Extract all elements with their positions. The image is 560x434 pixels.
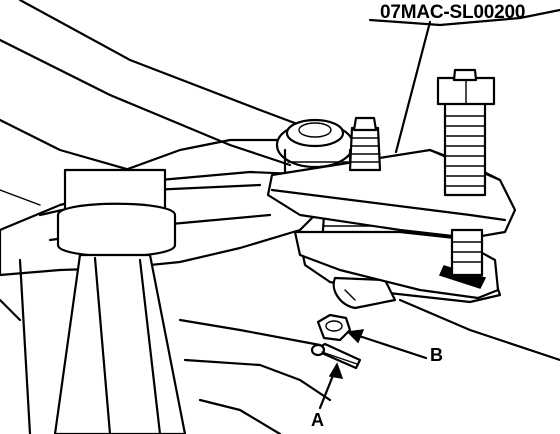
callout-b-label: B: [430, 345, 443, 365]
castle-nut: [316, 313, 352, 342]
leader-lines: [318, 20, 432, 410]
special-tool-label: 07MAC-SL00200: [380, 2, 526, 23]
pressure-bolt: [436, 68, 496, 277]
vehicle-body-outline: [0, 0, 560, 206]
callout-a-label: A: [311, 410, 324, 430]
cotter-pin: [310, 342, 362, 370]
lower-background: [178, 298, 560, 434]
ball-joint-remover-tool: [266, 116, 517, 300]
damper-strut: [0, 168, 187, 434]
